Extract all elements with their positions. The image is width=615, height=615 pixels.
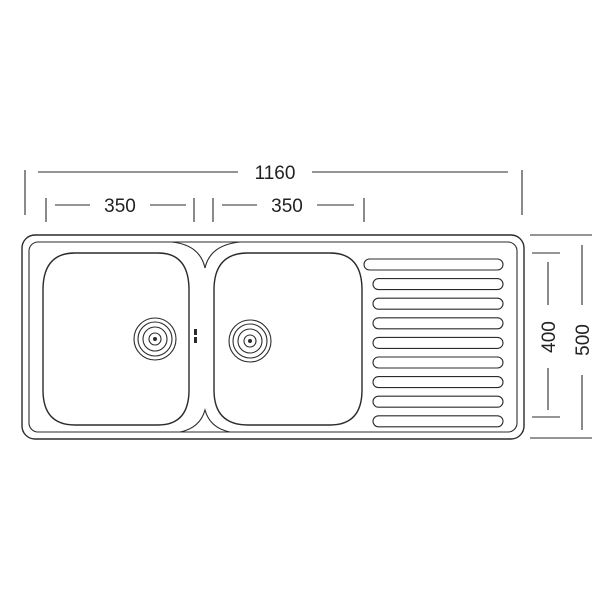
drain-left-icon <box>133 317 177 361</box>
bowl-left-width-label: 350 <box>104 196 136 217</box>
dimension-overall-width: 1160 <box>24 163 523 215</box>
drainboard-rib <box>363 258 504 271</box>
drainboard-rib <box>372 356 504 369</box>
drainboard-rib <box>372 317 504 330</box>
drainboard-rib <box>372 395 504 408</box>
drainboard-ribs <box>363 258 504 428</box>
overall-width-label: 1160 <box>255 163 296 184</box>
sink-outer-rim <box>21 234 525 440</box>
drainboard-rib <box>372 415 504 428</box>
bowl-left-outline <box>42 252 190 426</box>
overall-depth-label: 500 <box>573 324 594 356</box>
sink-outline <box>21 234 525 440</box>
drainboard-rib <box>372 297 504 310</box>
drainboard-rib <box>372 278 504 291</box>
divider-bottom-notch <box>179 407 231 433</box>
bowl-right-outline <box>213 252 363 426</box>
dimension-bowl-left-width: 350 <box>45 196 195 222</box>
sink-inner-rim <box>28 241 518 433</box>
dimension-bowl-depth: 400 <box>532 252 560 418</box>
bowl-left <box>42 252 197 426</box>
bowl-right-width-label: 350 <box>271 196 303 217</box>
overflow-slot-icon <box>194 329 197 343</box>
dimension-bowl-right-width: 350 <box>212 196 365 222</box>
drainboard-rib <box>372 336 504 349</box>
bowl-divider <box>171 241 241 433</box>
bowl-right <box>213 252 363 426</box>
drainboard-rib <box>372 376 504 389</box>
divider-top-notch <box>171 241 241 269</box>
drain-right-icon <box>228 319 272 363</box>
bowl-depth-label: 400 <box>539 321 560 353</box>
dimension-overall-depth: 500 <box>530 234 594 439</box>
